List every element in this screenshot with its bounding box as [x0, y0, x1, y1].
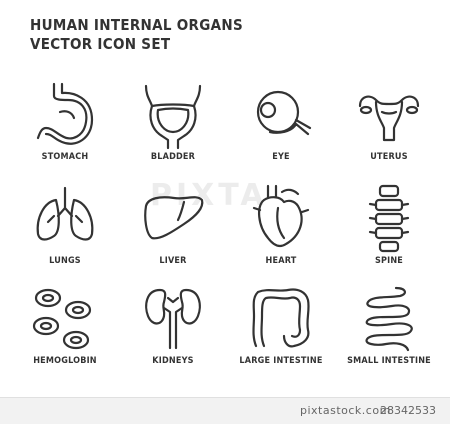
icon-cell-large-intestine: LARGE INTESTINE — [226, 286, 336, 386]
title-line-2: VECTOR ICON SET — [30, 35, 171, 53]
icon-label: LUNGS — [49, 256, 81, 266]
large-intestine-icon — [252, 288, 310, 348]
icon-label: LIVER — [159, 256, 187, 266]
icon-cell-heart: HEART — [226, 184, 336, 286]
spine-icon — [368, 184, 410, 253]
icon-label: EYE — [272, 152, 290, 162]
stomach-icon — [36, 82, 94, 145]
icon-label: KIDNEYS — [152, 356, 194, 366]
hemoglobin-icon — [32, 288, 92, 350]
icon-label: HEMOGLOBIN — [33, 356, 97, 366]
icon-cell-uterus: UTERUS — [334, 82, 444, 182]
icon-label: HEART — [265, 256, 297, 266]
icon-cell-liver: LIVER — [118, 186, 228, 286]
lungs-icon — [36, 186, 94, 241]
kidneys-icon — [145, 288, 201, 350]
icon-label: LARGE INTESTINE — [239, 356, 323, 366]
uterus-icon — [358, 95, 420, 142]
page-title: HUMAN INTERNAL ORGANS VECTOR ICON SET — [30, 16, 243, 54]
icon-label: BLADDER — [150, 152, 196, 162]
icon-cell-hemoglobin: HEMOGLOBIN — [10, 286, 120, 386]
footer-bar: pixtastock.com 28342533 — [0, 397, 450, 424]
title-line-1: HUMAN INTERNAL ORGANS — [30, 16, 243, 34]
bladder-icon — [144, 84, 202, 150]
heart-icon — [252, 184, 310, 248]
small-intestine-icon — [365, 286, 413, 352]
footer-site: pixtastock.com — [300, 404, 391, 417]
watermark-text: PIXTA — [150, 178, 268, 213]
icon-cell-stomach: STOMACH — [10, 82, 120, 182]
liver-icon — [144, 196, 204, 240]
icon-label: SPINE — [374, 256, 404, 266]
icon-cell-kidneys: KIDNEYS — [118, 286, 228, 386]
icon-label: STOMACH — [41, 152, 89, 162]
icon-cell-spine: SPINE — [334, 184, 444, 286]
icon-cell-lungs: LUNGS — [10, 186, 120, 286]
eye-icon — [256, 90, 312, 136]
icon-label: SMALL INTESTINE — [347, 356, 431, 366]
icon-label: UTERUS — [370, 152, 408, 162]
footer-image-id: 28342533 — [380, 404, 436, 417]
icon-cell-bladder: BLADDER — [118, 82, 228, 182]
icon-cell-eye: EYE — [226, 82, 336, 182]
icon-cell-small-intestine: SMALL INTESTINE — [334, 286, 444, 386]
